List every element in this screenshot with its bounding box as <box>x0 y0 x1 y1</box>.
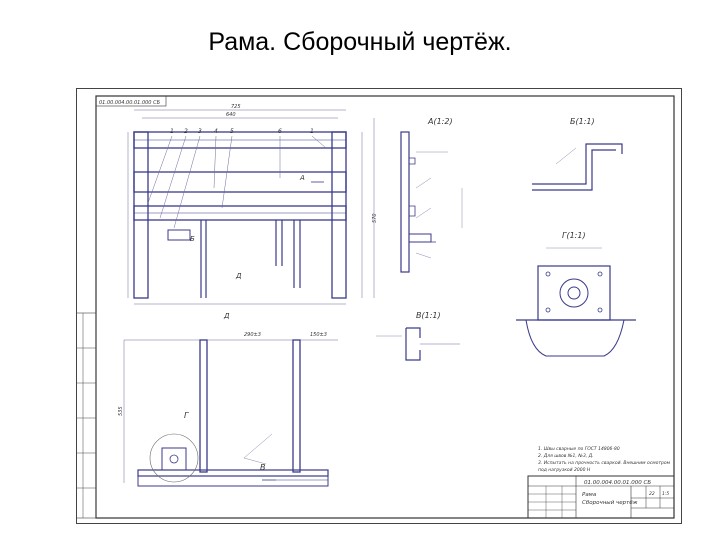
section-b-title: Б(1:1) <box>570 117 595 126</box>
section-v-view <box>376 327 460 361</box>
title-block-designation: 01.00.004.00.01.000 СБ <box>584 480 651 486</box>
section-g-view <box>516 247 636 357</box>
part-number: 3 <box>198 128 202 135</box>
part-number-labels: 1 2 3 4 5 6 1 А Б Д 570 <box>170 128 378 280</box>
part-number: 4 <box>214 128 218 135</box>
part-number: 1 <box>310 128 314 135</box>
part-number: 5 <box>230 128 234 135</box>
section-v-title: В(1:1) <box>416 311 441 320</box>
marker-b: Б <box>190 235 195 243</box>
marker-v: В <box>260 463 266 472</box>
sheet-border <box>76 88 682 524</box>
section-b-view <box>532 143 623 191</box>
top-view-d <box>123 339 338 487</box>
note-line: 3. Испытать на прочность сваркой. Внешни… <box>538 460 671 466</box>
part-number: 2 <box>184 128 188 135</box>
marker-g: Г <box>184 411 189 420</box>
part-number: 6 <box>278 128 282 135</box>
note-line: под нагрузкой 2000 Н <box>538 467 591 473</box>
dim-depth: 535 <box>118 406 124 416</box>
section-g-title: Г(1:1) <box>562 231 586 240</box>
title-block-mass: 22 <box>649 491 655 497</box>
dim-bottom-left: 290±3 <box>244 332 261 338</box>
title-block-scale: 1:5 <box>662 491 669 497</box>
note-line: 2. Для швов №1, №3, Д. <box>538 453 594 459</box>
slide-title: Рама. Сборочный чертёж. <box>208 28 512 56</box>
assembly-drawing-sheet: 01.00.004.00.01.000 СБ 725 640 <box>76 88 682 524</box>
title-block-name-2: Сборочный чертёж <box>582 500 638 506</box>
front-view: 725 640 <box>127 104 375 305</box>
title-block-name-1: Рама <box>582 492 597 498</box>
title-block <box>527 475 675 519</box>
drawing-frame <box>95 95 675 519</box>
marker-a: А <box>299 174 305 182</box>
note-line: 1. Швы сварные по ГОСТ 14806-80 <box>538 446 620 452</box>
dim-overall-width: 725 <box>231 104 241 110</box>
section-a-title: А(1:2) <box>427 117 453 126</box>
dim-inner-width: 640 <box>226 112 236 118</box>
bottom-view-labels: Д Г В 290±3 150±3 535 <box>118 312 327 472</box>
dim-height: 570 <box>372 213 378 223</box>
marker-d: Д <box>235 272 242 280</box>
left-side-strip <box>76 312 97 519</box>
top-stamp <box>95 95 167 107</box>
technical-notes: 1. Швы сварные по ГОСТ 14806-80 2. Для ш… <box>538 446 671 473</box>
view-d-label: Д <box>223 312 230 320</box>
part-number: 1 <box>170 128 174 135</box>
section-a-view <box>400 131 463 273</box>
dim-bottom-right: 150±3 <box>310 332 327 338</box>
top-stamp-text: 01.00.004.00.01.000 СБ <box>99 100 161 106</box>
